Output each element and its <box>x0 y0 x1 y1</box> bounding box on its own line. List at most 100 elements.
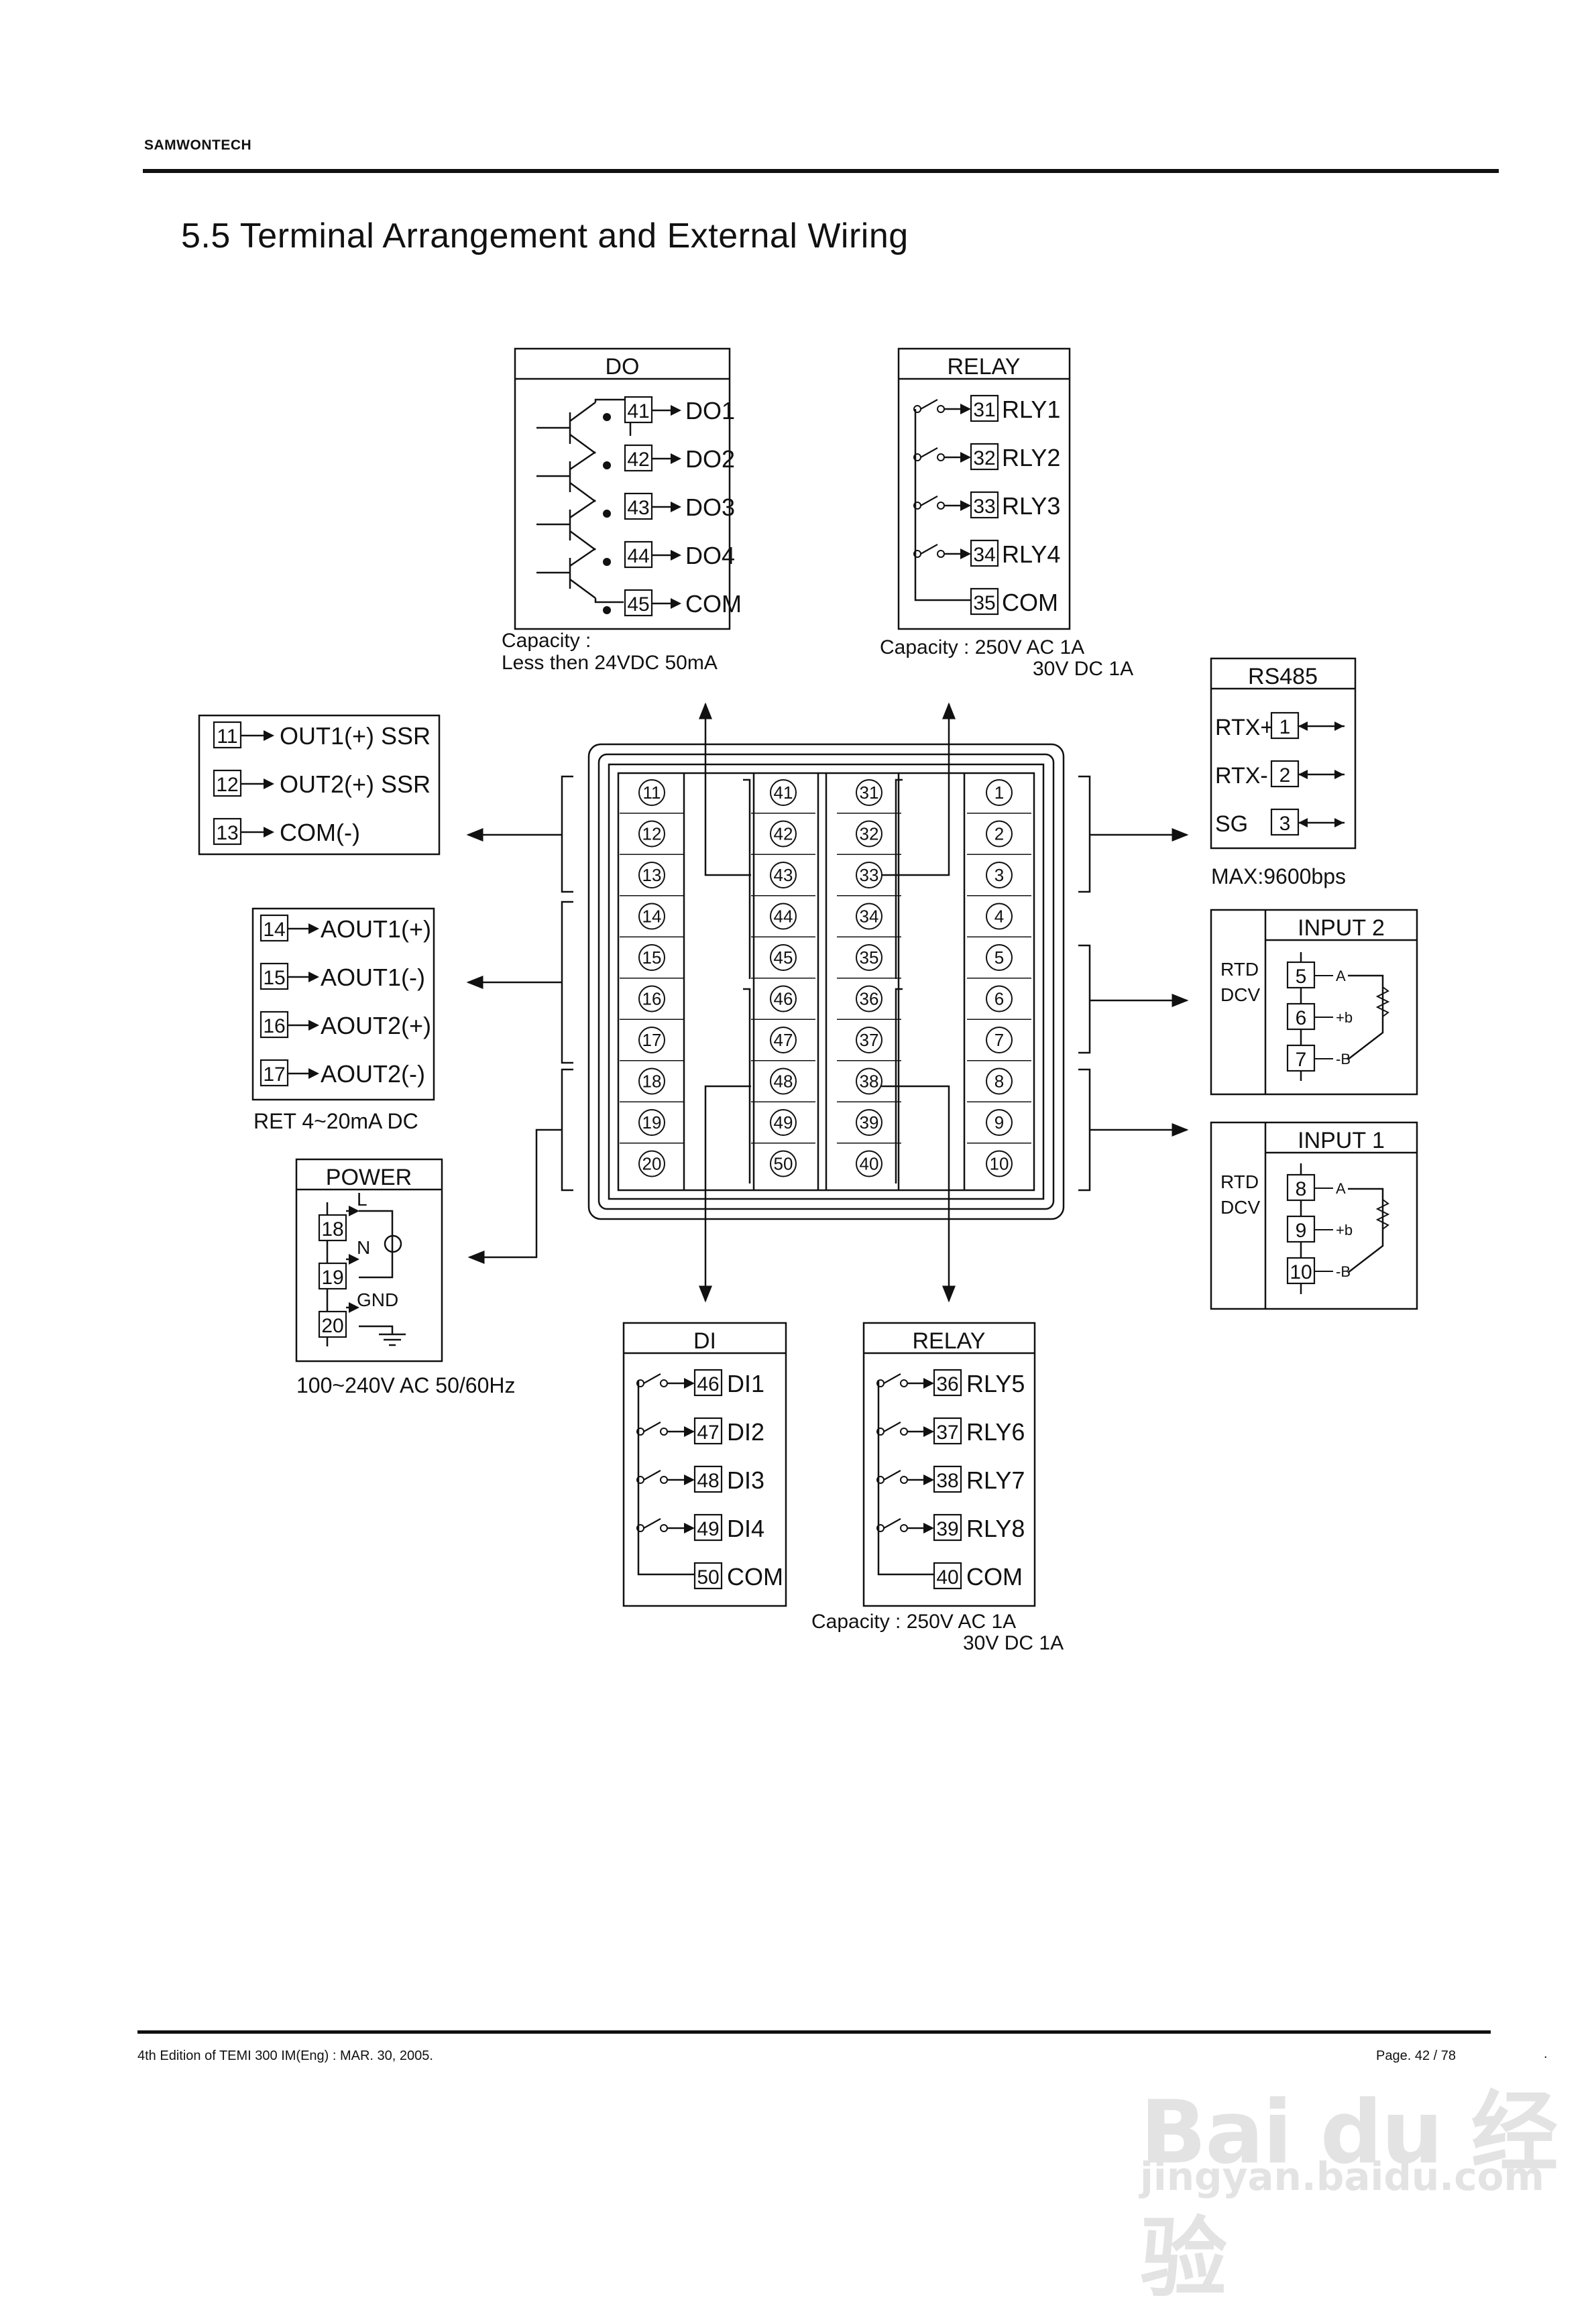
relay-top-arrow-head <box>960 452 971 463</box>
di-label: DI2 <box>727 1418 764 1446</box>
terminal-number: 11 <box>643 783 661 803</box>
out-terminal-num: 12 <box>216 774 238 796</box>
power-arrow-head <box>349 1302 359 1313</box>
switch-icon <box>643 1518 661 1529</box>
terminal-circle <box>856 779 882 806</box>
terminal-circle <box>770 985 797 1013</box>
bidirectional-arrow-icon <box>1298 770 1344 779</box>
do-block-frame <box>514 347 731 630</box>
terminal-number: 47 <box>774 1030 793 1050</box>
power-terminal-box <box>318 1262 347 1290</box>
do-label: DO2 <box>685 445 735 473</box>
relay-bottom-frame <box>862 1322 1036 1607</box>
terminal-number: 50 <box>774 1154 793 1174</box>
terminal-number: 33 <box>860 865 879 885</box>
relay-top-label: RLY1 <box>1002 396 1060 423</box>
terminal-number: 18 <box>642 1072 662 1092</box>
input1-terminal-num: 10 <box>1290 1261 1312 1283</box>
do-arrow-head <box>671 550 681 561</box>
relay-bottom-label: COM <box>966 1563 1023 1590</box>
footer-edition: 4th Edition of TEMI 300 IM(Eng) : MAR. 3… <box>137 2048 433 2063</box>
relay-bottom-arrow-head <box>923 1474 934 1485</box>
switch-icon <box>643 1373 661 1384</box>
relay-bottom-terminal-num: 40 <box>936 1566 958 1588</box>
terminal-circle <box>856 820 882 848</box>
relay-top-capacity-1: Capacity : 250V AC 1A <box>880 636 1084 658</box>
terminal-number: 3 <box>994 865 1004 885</box>
di-contact-icon <box>660 1379 668 1387</box>
relay-top-terminal-box <box>970 443 999 471</box>
terminal-circle <box>770 779 797 806</box>
power-note: 100~240V AC 50/60Hz <box>296 1373 515 1397</box>
input1-terminal-num: 9 <box>1296 1220 1307 1242</box>
aout-arrow-head <box>308 1068 319 1079</box>
relay-top-frame <box>897 347 1071 630</box>
relay-bottom-arrow-head <box>923 1378 934 1389</box>
relay-bottom-terminal-box <box>933 1513 962 1542</box>
terminal-number: 37 <box>860 1030 879 1050</box>
watermark-url: jingyan.baidu.com <box>1140 2154 1544 2199</box>
relay-contact-icon <box>900 1476 908 1484</box>
out-label: OUT2(+) SSR <box>280 770 431 798</box>
power-terminal-box <box>318 1214 347 1242</box>
terminal-circle <box>856 862 882 888</box>
out-arrow-head <box>264 730 274 741</box>
do-label: DO3 <box>685 494 735 521</box>
terminal-number: 4 <box>994 907 1004 927</box>
relay-bottom-terminal-num: 39 <box>936 1518 958 1540</box>
input1-terminal-box <box>1286 1173 1316 1202</box>
terminal-circle <box>856 903 882 930</box>
terminal-circle <box>638 820 665 848</box>
relay-contact-icon <box>937 502 945 510</box>
input1-title: INPUT 1 <box>1298 1128 1385 1153</box>
input2-terminal-num: 7 <box>1296 1049 1307 1071</box>
do-terminal-num: 45 <box>627 593 649 616</box>
di-label: DI4 <box>727 1515 764 1542</box>
do-label: COM <box>685 590 742 618</box>
out-label: COM(-) <box>280 819 360 846</box>
resistor-icon <box>1375 986 1390 1017</box>
terminal-circle <box>856 1109 882 1136</box>
terminal-circle <box>638 903 665 930</box>
relay-top-label: RLY3 <box>1002 492 1060 520</box>
di-contact-icon <box>660 1524 668 1532</box>
input2-side-label-rtd: RTD <box>1220 959 1259 980</box>
terminal-circle <box>986 1109 1013 1136</box>
input2-terminal-box <box>1286 961 1316 989</box>
switch-icon <box>920 399 938 410</box>
input1-pin-label: +b <box>1336 1222 1353 1238</box>
terminal-circle <box>638 1067 665 1095</box>
do-terminal-num: 44 <box>627 545 649 567</box>
bidirectional-arrow-icon <box>1298 818 1344 827</box>
relay-top-arrow-head <box>960 404 971 414</box>
terminal-circle <box>638 1150 665 1177</box>
terminal-circle <box>986 1150 1013 1177</box>
relay-bottom-terminal-box <box>933 1369 962 1397</box>
do-terminal-box <box>624 540 653 569</box>
relay-bottom-capacity-1: Capacity : 250V AC 1A <box>811 1611 1016 1633</box>
terminal-number: 2 <box>994 824 1004 844</box>
di-terminal-box <box>693 1369 723 1397</box>
terminal-number: 10 <box>990 1154 1009 1174</box>
terminal-number: 1 <box>994 783 1004 803</box>
power-block-frame <box>295 1158 443 1363</box>
power-label: GND <box>357 1289 398 1310</box>
do-node <box>603 558 611 566</box>
switch-icon <box>920 447 938 458</box>
di-arrow-head <box>684 1474 695 1485</box>
relay-bottom-terminal-num: 38 <box>936 1470 958 1492</box>
input2-terminal-num: 5 <box>1296 966 1307 988</box>
terminal-circle <box>856 944 882 971</box>
do-node <box>603 461 611 469</box>
relay-bottom-label: RLY8 <box>966 1515 1025 1542</box>
input1-terminal-box <box>1286 1215 1316 1243</box>
terminal-circle <box>856 985 882 1013</box>
relay-top-terminal-box <box>970 587 999 616</box>
terminal-number: 45 <box>774 947 793 968</box>
terminal-number: 39 <box>860 1112 879 1133</box>
do-title: DO <box>606 354 640 380</box>
di-label: DI3 <box>727 1466 764 1494</box>
aout-arrow-head <box>308 923 319 934</box>
terminal-number: 35 <box>860 947 879 968</box>
relay-bottom-arrow-head <box>923 1426 934 1437</box>
